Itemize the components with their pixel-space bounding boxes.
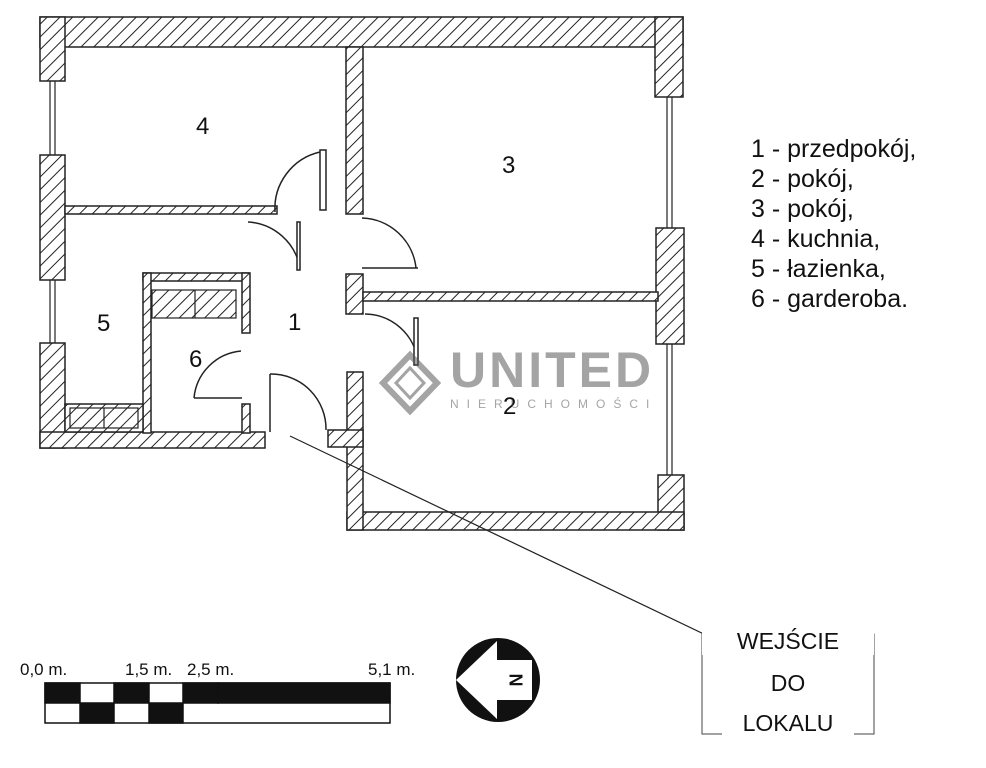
windows [49,81,673,475]
scale-label-2: 2,5 m. [187,660,235,679]
watermark-logo-icon [378,350,442,416]
scale-label-1: 1,5 m. [125,660,173,679]
watermark-title: UNITED [450,342,655,398]
room-label-1: 1 [288,309,301,336]
north-compass: N [456,638,540,722]
legend-item: 5 - łazienka, [751,255,886,283]
entrance-line-1: WEJŚCIE [702,628,874,655]
doors [193,149,419,432]
entrance-line-3: LOKALU [722,710,854,737]
legend-item: 3 - pokój, [751,195,854,223]
scale-label-0: 0,0 m. [20,660,68,679]
room-label-5: 5 [97,310,110,337]
room-label-2: 2 [503,393,516,420]
entrance-leader-line [289,435,709,637]
room-label-3: 3 [502,152,515,179]
room-label-6: 6 [189,346,202,373]
scale-label-3: 5,1 m. [368,660,416,679]
watermark-subtitle: NIERUCHOMOŚCI [450,397,658,411]
compass-letter: N [505,674,525,687]
entrance-label: WEJŚCIE DO LOKALU [702,628,874,738]
legend-item: 6 - garderoba. [751,285,909,313]
legend-item: 1 - przedpokój, [751,135,917,163]
walls [39,16,685,531]
room-label-4: 4 [196,113,209,140]
legend: 1 - przedpokój, 2 - pokój, 3 - pokój, 4 … [751,134,916,314]
legend-item: 4 - kuchnia, [751,225,881,253]
watermark: UNITED NIERUCHOMOŚCI [450,345,657,411]
scale-bar [44,682,391,724]
room-labels: 4 3 5 1 6 2 [97,113,516,420]
entrance-line-2: DO [752,670,824,697]
legend-item: 2 - pokój, [751,165,854,193]
fixtures [69,289,237,429]
